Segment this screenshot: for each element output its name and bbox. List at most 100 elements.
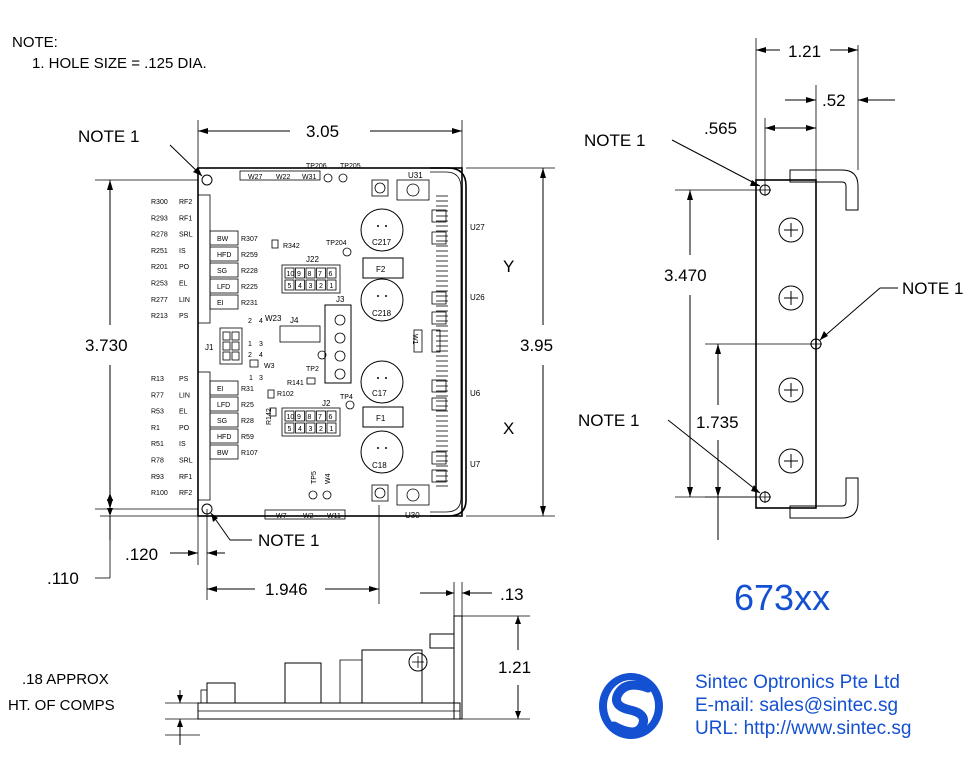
- svg-text:C18: C18: [372, 461, 387, 470]
- j2-cells-pin-bot-2: 3: [309, 426, 313, 433]
- r102-label: R102: [277, 391, 294, 398]
- left-bot-signal-0: PS: [179, 376, 189, 383]
- dim-side-3-470: 3.470: [664, 266, 707, 285]
- svg-text:1: 1: [249, 375, 253, 382]
- dim-side-1-735: 1.735: [696, 413, 739, 432]
- note-line-1: 1. HOLE SIZE = .125 DIA.: [32, 55, 207, 72]
- dim-side-0-52: .52: [822, 91, 846, 110]
- bot-pot-ref-2: R28: [241, 418, 254, 425]
- left-bot-signal-4: IS: [179, 441, 186, 448]
- left-top-signal-6: LIN: [179, 297, 190, 304]
- front-view: W27 W22 W31 TP206 TP205 W7 W2 W11 TP5 W4…: [151, 163, 514, 520]
- left-top-signal-2: SRL: [179, 232, 193, 239]
- j22-cells-pin-top-2: 8: [308, 271, 312, 278]
- left-top-resistor-3: R251: [151, 248, 168, 255]
- side-screw-2: [778, 285, 804, 311]
- note-header: NOTE:: [12, 34, 58, 51]
- notes-block: NOTE: 1. HOLE SIZE = .125 DIA.: [12, 34, 207, 72]
- left-bot-signal-1: LIN: [179, 392, 190, 399]
- tp4-label: TP4: [340, 394, 353, 401]
- left-bot-resistor-7: R100: [151, 490, 168, 497]
- top-pot-2: SG: [217, 268, 227, 275]
- top-pot-ref-3: R225: [241, 284, 258, 291]
- j2-cells-pin-bot-1: 4: [298, 426, 302, 433]
- j22-cells-pin-bot-0: 5: [288, 283, 292, 290]
- jumper-w22: W22: [276, 174, 291, 181]
- capacitor-c18: C18: [360, 430, 404, 474]
- transistor-u30: U30: [396, 484, 430, 520]
- svg-text:C217: C217: [372, 238, 392, 247]
- dim-3-730: 3.730: [85, 336, 128, 355]
- bot-pot-2: SG: [217, 418, 227, 425]
- j2-cells-pin-top-2: 8: [308, 414, 312, 421]
- screw-terminal-top: [371, 179, 389, 197]
- heatsink-bracket: [430, 167, 467, 517]
- left-top-resistor-4: R201: [151, 264, 168, 271]
- axis-x-label: X: [503, 419, 514, 438]
- dim-1-946: 1.946: [265, 580, 308, 599]
- left-top-resistor-2: R278: [151, 232, 168, 239]
- left-bot-resistor-4: R51: [151, 441, 164, 448]
- capacitor-c17: C17: [360, 360, 404, 404]
- connector-j1: J1 2 4 1 3 2 4 1 3 W3: [205, 318, 275, 382]
- left-bot-signal-6: RF1: [179, 474, 192, 481]
- bot-pot-ref-4: R107: [241, 450, 258, 457]
- dim-0-110: .110: [47, 569, 79, 588]
- left-bot-resistor-6: R93: [151, 474, 164, 481]
- side-screw-3: [778, 377, 804, 403]
- j2-cells-pin-bot-0: 5: [288, 426, 292, 433]
- jumper-w2: W2: [303, 513, 314, 520]
- company-email[interactable]: E-mail: sales@sintec.sg: [695, 695, 898, 716]
- tp204-label: TP204: [326, 240, 347, 247]
- tp2-label: TP2: [306, 366, 319, 373]
- bot-pot-1: LFD: [217, 402, 230, 409]
- bot-pot-4: BW: [217, 450, 229, 457]
- left-top-resistor-7: R213: [151, 313, 168, 320]
- j22-cells-pin-bot-4: 1: [330, 283, 334, 290]
- svg-text:J4: J4: [290, 316, 299, 325]
- axis-y-label: Y: [503, 257, 514, 276]
- left-top-resistor-5: R253: [151, 281, 168, 288]
- j22-cells-pin-bot-2: 3: [309, 283, 313, 290]
- company-name: Sintec Optronics Pte Ltd: [695, 672, 900, 693]
- tp206-label: TP206: [306, 163, 327, 170]
- heatsink-fins: [431, 195, 448, 487]
- svg-text:W23: W23: [265, 314, 282, 323]
- r141-label: R141: [287, 380, 304, 387]
- left-top-resistor-6: R277: [151, 297, 168, 304]
- left-top-signal-5: EL: [179, 281, 188, 288]
- left-bot-resistor-2: R53: [151, 409, 164, 416]
- svg-text:2: 2: [248, 318, 252, 325]
- svg-text:F1: F1: [376, 414, 386, 423]
- dim-side-1-21: 1.21: [788, 42, 821, 61]
- top-pot-ref-1: R259: [241, 252, 258, 259]
- company-url[interactable]: URL: http://www.sintec.sg: [695, 718, 911, 739]
- left-bot-resistor-1: R77: [151, 392, 164, 399]
- svg-text:J1: J1: [205, 343, 214, 352]
- top-pot-0: BW: [217, 236, 229, 243]
- left-bot-resistor-5: R78: [151, 458, 164, 465]
- front-dimensions: 3.05 3.730 3.95 .120 .110: [47, 120, 555, 604]
- left-top-resistor-1: R293: [151, 215, 168, 222]
- note1-callout-front-bottom: NOTE 1: [258, 531, 319, 550]
- svg-text:3: 3: [259, 375, 263, 382]
- left-bot-signal-3: PO: [179, 425, 190, 432]
- r342-label: R342: [283, 243, 300, 250]
- svg-text:F2: F2: [376, 265, 386, 274]
- screw-terminal-bottom: [371, 484, 389, 502]
- left-bot-signal-5: SRL: [179, 458, 193, 465]
- svg-text:2: 2: [248, 352, 252, 359]
- j2-cells-pin-top-1: 9: [297, 414, 301, 421]
- fuse-f1: F1: [362, 406, 404, 428]
- svg-text:C218: C218: [372, 309, 392, 318]
- tp205-label: TP205: [340, 163, 361, 170]
- top-pot-4: EI: [217, 300, 224, 307]
- fuse-f2: F2: [362, 257, 404, 279]
- dim-comp-height-1: .18 APPROX: [22, 671, 109, 688]
- top-pot-ref-2: R228: [241, 268, 258, 275]
- j2-cells-pin-bot-4: 1: [330, 426, 334, 433]
- j2-cells-pin-top-0: 10: [287, 414, 295, 421]
